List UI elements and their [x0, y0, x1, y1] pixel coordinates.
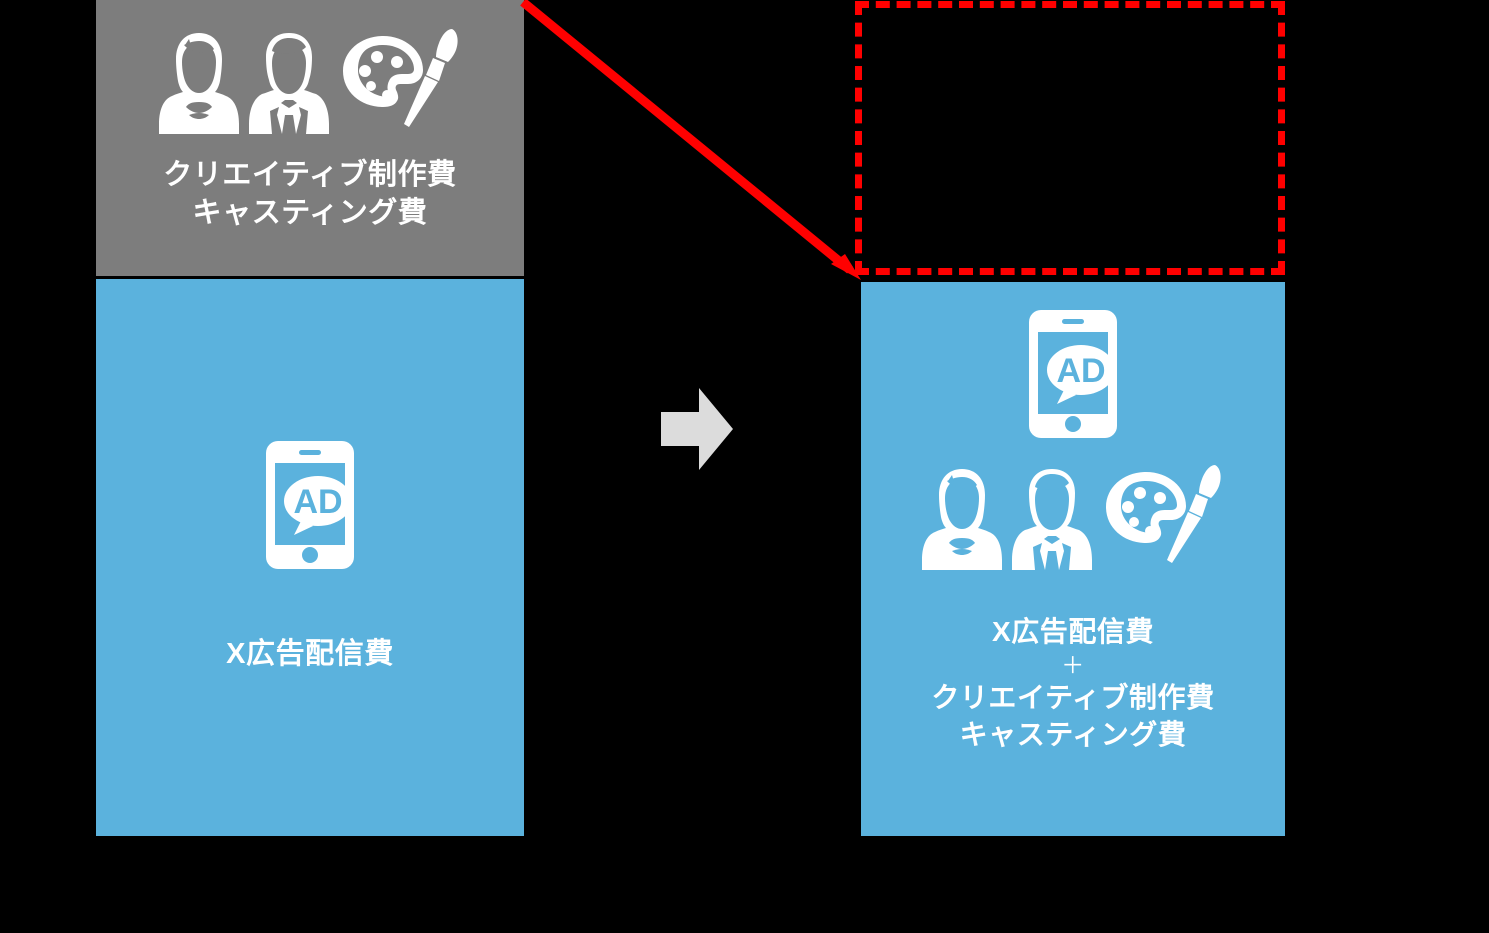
svg-text:AD: AD [293, 483, 342, 521]
combined-cost-caption: X広告配信費 ＋ クリエイティブ制作費 キャスティング費 [931, 614, 1214, 754]
smartphone-ad-icon: AD [1029, 310, 1117, 438]
combined-cost-panel: AD [861, 282, 1285, 836]
svg-text:AD: AD [1056, 352, 1105, 390]
creative-cost-caption-line1: クリエイティブ制作費 [163, 159, 457, 191]
creative-icon-row [159, 24, 461, 134]
combined-cost-caption-line2: クリエイティブ制作費 [931, 681, 1215, 713]
red-dashed-callout-box [855, 1, 1285, 275]
ad-delivery-cost-caption-line1: X広告配信費 [226, 638, 394, 671]
palette-brush-icon [343, 29, 458, 127]
combined-ad-icon-row: AD [1029, 310, 1117, 438]
woman-icon [922, 469, 1002, 570]
red-diagonal-arrow [520, 0, 861, 280]
combined-cost-caption-line1: X広告配信費 [991, 616, 1155, 647]
ad-icon-row: AD [266, 441, 354, 570]
combined-cost-caption-plus: ＋ [1061, 651, 1085, 678]
man-icon [1012, 469, 1092, 570]
ad-delivery-cost-panel: AD X広告配信費 [96, 279, 524, 836]
combined-cost-caption-line3: キャスティング費 [959, 718, 1187, 750]
combined-creative-icon-row [922, 460, 1224, 570]
smartphone-ad-icon: AD [266, 441, 354, 570]
creative-cost-caption-line2: キャスティング費 [192, 197, 428, 230]
man-icon [249, 33, 329, 134]
woman-icon [159, 33, 239, 134]
ad-delivery-cost-caption: X広告配信費 [226, 635, 394, 673]
right-arrow-icon [661, 388, 733, 470]
creative-cost-panel: クリエイティブ制作費 キャスティング費 [96, 0, 524, 276]
creative-cost-caption: クリエイティブ制作費 キャスティング費 [163, 156, 456, 233]
palette-brush-icon [1106, 465, 1221, 563]
